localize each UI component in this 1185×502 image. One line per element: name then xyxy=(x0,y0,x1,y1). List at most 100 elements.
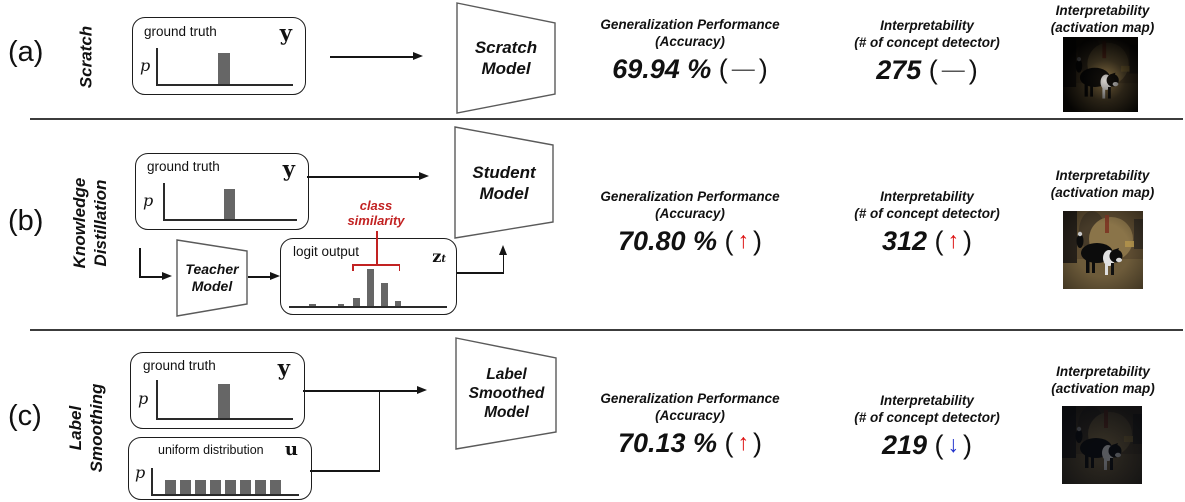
trend-up-arrow: ↑ xyxy=(737,227,750,253)
paren-close: ) xyxy=(753,428,763,458)
ground-truth-chart xyxy=(157,48,297,84)
act-title-line: (activation map) xyxy=(1050,185,1155,200)
model-label-line: Student xyxy=(472,162,536,182)
y-symbol: y xyxy=(282,156,295,181)
p-axis-label: p xyxy=(143,191,154,210)
student-model: Student Model xyxy=(454,126,554,239)
model-label-line: Teacher xyxy=(185,261,239,277)
arrowhead-b-student-in xyxy=(499,245,507,255)
class-similarity-bracket xyxy=(352,264,400,266)
act-title-line: (activation map) xyxy=(1051,381,1155,396)
act-title-line: Interpretability xyxy=(1056,364,1150,379)
accuracy-value: 70.80 % xyxy=(617,226,718,256)
merge-line-top xyxy=(303,390,380,392)
bracket-tick-right xyxy=(398,264,401,271)
row-b-index: (b) xyxy=(8,205,44,237)
method-label-line: Smoothing xyxy=(87,383,106,473)
logit-chart xyxy=(289,269,447,306)
uniform-distribution-title: uniform distribution xyxy=(158,443,264,457)
arrowhead-c-model-in xyxy=(417,386,427,395)
activation-map-image-c xyxy=(1062,406,1142,484)
metric-subtitle: (# of concept detector) xyxy=(854,205,1000,221)
y-axis-line xyxy=(156,48,158,85)
paren-close: ) xyxy=(753,226,763,256)
elbow-line-b-horizontal xyxy=(139,276,163,278)
distribution-bar xyxy=(218,384,230,418)
trend-dash: — xyxy=(731,55,755,81)
distribution-bar xyxy=(353,298,360,306)
row-b-method-label: Knowledge Distillation xyxy=(69,178,111,269)
arrow-b-teacher-to-logit xyxy=(248,276,271,278)
y-axis-line xyxy=(163,183,165,220)
act-title-line: (activation map) xyxy=(1050,20,1155,35)
merge-line-bottom xyxy=(310,470,380,472)
row-c-index: (c) xyxy=(8,400,42,432)
metric-title: Interpretability xyxy=(880,393,974,408)
model-label-line: Model xyxy=(481,59,531,78)
interpretability-metric-a: Interpretability (# of concept detector)… xyxy=(827,18,1027,86)
row-a-index: (a) xyxy=(8,36,44,68)
ground-truth-title: ground truth xyxy=(144,24,217,39)
u-symbol: u xyxy=(284,439,298,460)
metric-value: 275 (—) xyxy=(827,55,1027,86)
x-axis-line xyxy=(163,219,297,221)
metric-title: Interpretability xyxy=(880,18,974,33)
interpretability-metric-b: Interpretability (# of concept detector)… xyxy=(827,189,1027,257)
ground-truth-box-a: ground truth y p xyxy=(132,17,306,95)
distribution-bar xyxy=(195,480,206,494)
x-axis-line xyxy=(156,84,293,86)
teacher-model: Teacher Model xyxy=(176,239,248,317)
logit-output-box: logit output zt xyxy=(280,238,457,315)
trend-dash: — xyxy=(941,56,965,82)
elbow-line-b-vertical xyxy=(139,248,141,277)
p-axis-label: p xyxy=(140,56,151,75)
trend-down-arrow: ↓ xyxy=(947,431,960,457)
merge-line-vertical xyxy=(378,390,381,472)
distribution-bar xyxy=(224,189,235,219)
paren-open: ( xyxy=(928,55,938,85)
x-axis-line xyxy=(289,306,447,308)
arrowhead-a-input xyxy=(413,52,423,61)
act-title-line: Interpretability xyxy=(1055,168,1150,183)
class-similarity-line: similarity xyxy=(347,213,405,228)
arrow-c-to-model xyxy=(380,390,418,392)
row-divider-2 xyxy=(30,329,1183,331)
student-model-label: Student Model xyxy=(454,126,554,239)
metric-title: Interpretability xyxy=(880,189,974,204)
trapezoid-shape xyxy=(455,337,557,450)
scratch-model: Scratch Model xyxy=(456,2,556,114)
metric-title: Generalization Performance xyxy=(600,17,780,32)
z-t-symbol: zt xyxy=(432,247,446,266)
x-axis-line xyxy=(156,418,293,420)
label-smoothed-model-label: Label Smoothed Model xyxy=(455,337,558,450)
paren-close: ) xyxy=(963,226,973,256)
metric-subtitle: (# of concept detector) xyxy=(854,409,1000,425)
metric-subtitle: (Accuracy) xyxy=(655,407,725,423)
ground-truth-title: ground truth xyxy=(143,358,216,373)
activation-map-title-a: Interpretability (activation map) xyxy=(1025,2,1180,36)
distribution-bar xyxy=(255,480,266,494)
arrow-b-logit-to-student-v xyxy=(502,253,505,273)
paren-open: ( xyxy=(724,428,734,458)
arrow-b-logit-to-student-h xyxy=(457,272,504,274)
distribution-bar xyxy=(367,269,374,306)
act-title-line: Interpretability xyxy=(1055,3,1150,18)
distribution-bar xyxy=(338,304,344,306)
paren-open: ( xyxy=(724,226,734,256)
distribution-bar xyxy=(309,304,316,306)
generalization-metric-b: Generalization Performance (Accuracy) 70… xyxy=(555,189,825,257)
distribution-bar xyxy=(381,283,388,306)
ground-truth-chart xyxy=(157,380,294,418)
model-label-line: Smoothed xyxy=(468,385,545,402)
method-label-line: Scratch xyxy=(76,25,96,89)
trapezoid-shape xyxy=(176,239,248,317)
ground-truth-chart xyxy=(164,183,299,219)
model-label-line: Model xyxy=(191,278,233,294)
trend-up-arrow: ↑ xyxy=(947,227,960,253)
label-smoothed-model: Label Smoothed Model xyxy=(455,337,558,450)
model-label-line: Model xyxy=(479,183,529,203)
metric-value: 312 (↑) xyxy=(827,226,1027,257)
z-symbol: z xyxy=(432,247,442,266)
generalization-metric-c: Generalization Performance (Accuracy) 70… xyxy=(555,391,825,459)
